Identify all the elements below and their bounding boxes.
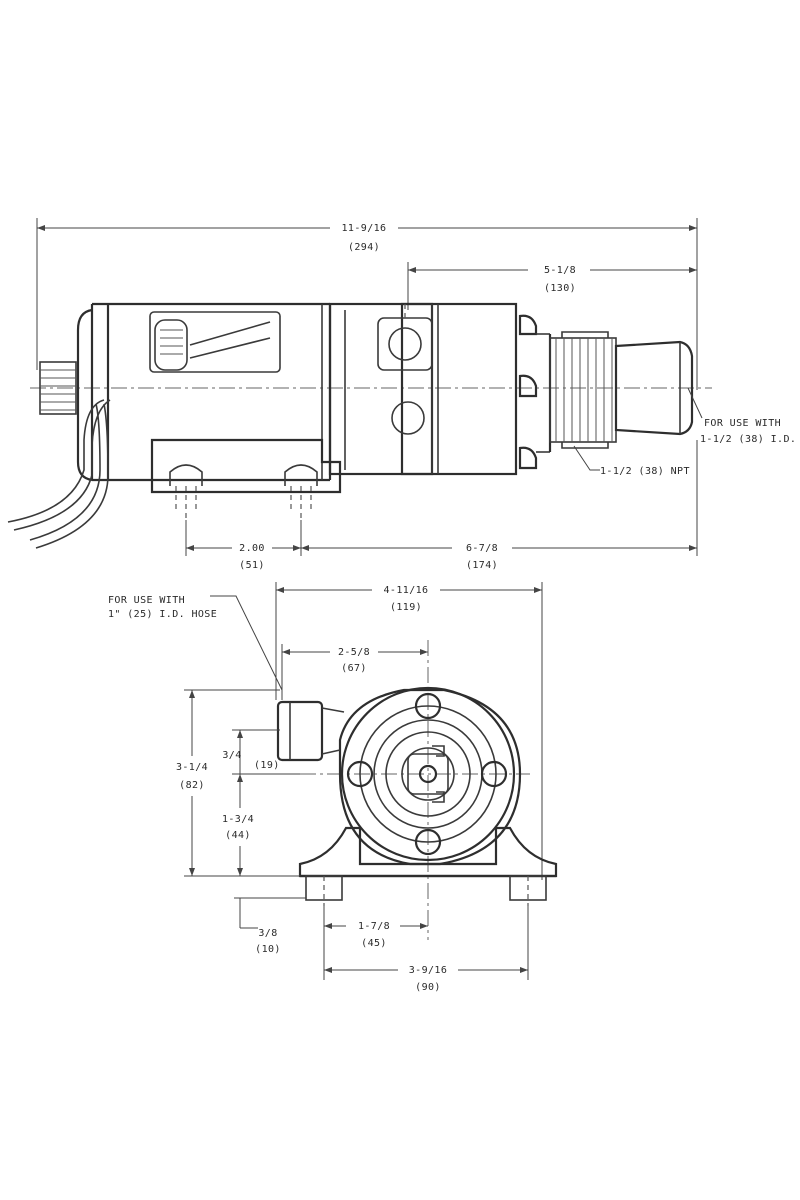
mount-spacing-dimension: 2.00 (51) — [185, 520, 302, 571]
center-height-frac: 1-3/4 — [222, 814, 254, 825]
overall-width-frac: 4-11/16 — [384, 585, 429, 596]
base-width-mm: (90) — [415, 982, 441, 993]
connector — [39, 361, 77, 415]
half-base-dimension: 1-7/8 (45) — [323, 906, 428, 980]
threaded-outlet — [549, 331, 694, 449]
base-width-frac: 3-9/16 — [409, 965, 448, 976]
mount-to-outlet-dimension: 6-7/8 (174) — [301, 440, 698, 571]
mounting-base — [150, 438, 342, 520]
overall-length-mm: (294) — [348, 242, 380, 253]
inlet-offset-frac: 2-5/8 — [338, 647, 370, 658]
mount-spacing-frac: 2.00 — [239, 543, 265, 554]
inlet-offset-dimension: 2-5/8 (67) — [281, 644, 428, 700]
thread-note-text: 1-1/2 (38) NPT — [600, 466, 690, 477]
base-thickness-frac: 3/8 — [258, 928, 277, 939]
overall-height-dimension: 3-1/4 (82) — [176, 689, 300, 877]
motor-body — [76, 302, 332, 482]
outlet-note-line2: 1-1/2 (38) I.D. — [700, 434, 796, 445]
end-view-body — [276, 686, 558, 906]
overall-width-dimension: 4-11/16 (119) — [275, 582, 543, 880]
inlet-note: FOR USE WITH 1" (25) I.D. HOSE — [108, 595, 283, 691]
pump-housing — [328, 302, 518, 476]
overall-length-dimension: 11-9/16 (294) — [36, 218, 698, 390]
inlet-note-line1: FOR USE WITH — [108, 595, 185, 606]
half-base-frac: 1-7/8 — [358, 921, 390, 932]
outlet-length-dimension: 5-1/8 (130) — [407, 262, 697, 310]
overall-height-mm: (82) — [179, 780, 205, 791]
inlet-height-frac: 3/4 — [222, 750, 241, 761]
wires — [7, 399, 111, 549]
thread-note: 1-1/2 (38) NPT — [573, 445, 690, 477]
center-height-mm: (44) — [225, 830, 251, 841]
side-view: 11-9/16 (294) 5-1/8 (130) — [7, 218, 796, 571]
inlet-note-line2: 1" (25) I.D. HOSE — [108, 609, 217, 620]
faceplate-bolts — [518, 314, 552, 470]
overall-width-mm: (119) — [390, 602, 422, 613]
inlet-height-dimension: 3/4 (19) — [222, 729, 280, 774]
base-thickness-dimension: 3/8 (10) — [234, 897, 306, 955]
overall-height-frac: 3-1/4 — [176, 762, 208, 773]
base-thickness-mm: (10) — [255, 944, 281, 955]
overall-length-frac: 11-9/16 — [342, 223, 387, 234]
half-base-mm: (45) — [361, 938, 387, 949]
mount-to-outlet-frac: 6-7/8 — [466, 543, 498, 554]
outlet-length-frac: 5-1/8 — [544, 265, 576, 276]
outlet-note-line1: FOR USE WITH — [704, 418, 781, 429]
mount-spacing-mm: (51) — [239, 560, 265, 571]
inlet-offset-mm: (67) — [341, 663, 367, 674]
outlet-length-mm: (130) — [544, 283, 576, 294]
end-view: FOR USE WITH 1" (25) I.D. HOSE 4-11/16 (… — [108, 582, 558, 993]
mount-to-outlet-mm: (174) — [466, 560, 498, 571]
center-height-dimension: 1-3/4 (44) — [222, 773, 300, 876]
inlet-height-mm: (19) — [254, 760, 280, 771]
outlet-note: FOR USE WITH 1-1/2 (38) I.D. — [687, 387, 796, 445]
base-width-dimension: 3-9/16 (90) — [324, 906, 529, 993]
